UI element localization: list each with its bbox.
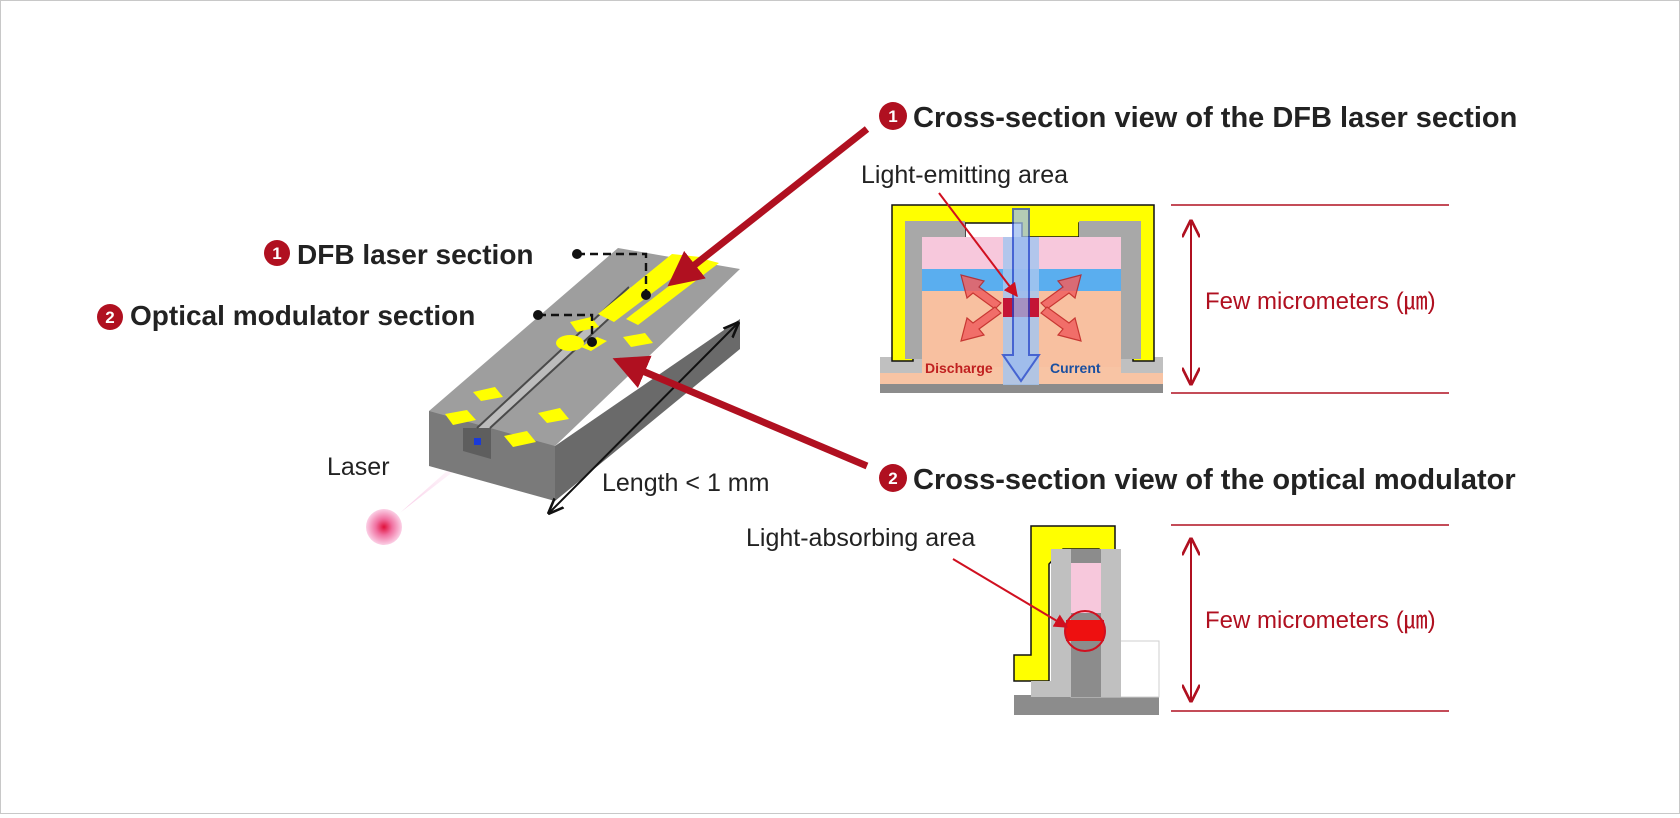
length-label: Length < 1 mm (602, 469, 769, 497)
dfb-section-label: DFB laser section (297, 239, 534, 270)
panel2-badge-circle (879, 464, 907, 492)
panel1-badge: 1 (888, 107, 897, 126)
electrode-pad (445, 410, 476, 425)
current-arrow (1001, 208, 1041, 383)
modulator-section-label: Optical modulator section (130, 300, 475, 331)
discharge-label: Discharge (925, 360, 993, 376)
panel2-badge: 2 (888, 469, 897, 488)
light-absorbing-pointer (952, 558, 1069, 628)
current-label: Current (1050, 360, 1101, 376)
laser-label: Laser (327, 453, 390, 481)
chip-section1-callout: 1 DFB laser section (264, 239, 651, 300)
section1-badge: 1 (272, 244, 281, 263)
panel1-dimension-label: Few micrometers (㎛) (1205, 288, 1436, 315)
modulator-cross-section (1013, 525, 1160, 715)
panel2-dimension-label: Few micrometers (㎛) (1205, 607, 1436, 634)
light-emitting-area-label: Light-emitting area (861, 161, 1068, 189)
light-absorbing-area-label: Light-absorbing area (746, 524, 975, 552)
panel1-badge-circle (879, 102, 907, 130)
panel1-title: Cross-section view of the DFB laser sect… (913, 102, 1517, 134)
discharge-arrows (960, 274, 1082, 342)
callout-arrow-modulator (612, 355, 869, 470)
length-dimension-arrow (549, 323, 738, 513)
electrode-pad (556, 335, 584, 351)
callout-arrow-dfb (667, 126, 870, 287)
laser-chip (366, 248, 740, 545)
electrode-pad (504, 431, 536, 447)
dfb-cross-section: Discharge Current (880, 204, 1163, 393)
light-emitting-pointer (938, 192, 1018, 298)
electrode-pad (473, 387, 503, 401)
laser-output-facet (474, 438, 481, 445)
section2-badge: 2 (105, 308, 114, 327)
laser-spot (366, 509, 402, 545)
panel2-title: Cross-section view of the optical modula… (913, 464, 1516, 496)
